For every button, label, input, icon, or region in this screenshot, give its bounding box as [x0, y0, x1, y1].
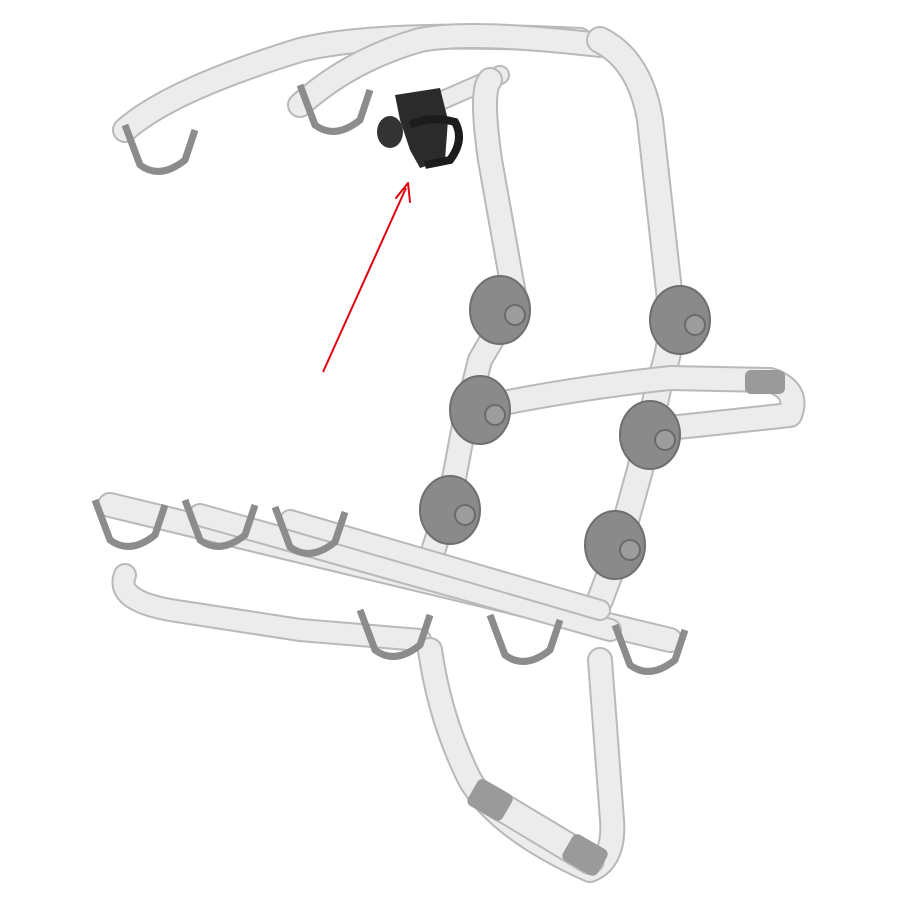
suction-hub-3 — [449, 375, 511, 445]
top-arm-right — [289, 25, 611, 116]
hub-knob-1 — [504, 304, 526, 326]
wheel-clamp-2 — [486, 613, 564, 665]
hub-knob-3 — [484, 404, 506, 426]
suction-hub-1 — [469, 275, 531, 345]
clamp-body — [395, 88, 448, 168]
wheel-clamp-4 — [121, 123, 199, 175]
crossbar-end-cap — [745, 370, 785, 394]
bottom-loop-tube — [113, 565, 430, 650]
rack-parts — [91, 83, 785, 876]
suction-hub-4 — [619, 400, 681, 470]
top-arm-left — [114, 25, 591, 141]
suction-hub-2 — [649, 285, 711, 355]
hub-knob-4 — [654, 429, 676, 451]
rail-3 — [281, 511, 609, 619]
suction-hub-6 — [584, 510, 646, 580]
wheel-clamp-7 — [181, 498, 259, 550]
left-vertical — [419, 69, 526, 571]
hub-knob-6 — [619, 539, 641, 561]
suction-hub-5 — [419, 475, 481, 545]
pointer-arrow — [322, 182, 411, 373]
wheel-clamp-3 — [611, 623, 689, 675]
rail-2 — [190, 505, 620, 640]
clamp-strap — [408, 115, 463, 169]
foot-pad-2 — [562, 834, 608, 876]
wheel-clamp-8 — [271, 505, 349, 557]
wheel-clamp-1 — [356, 608, 434, 660]
wheel-clamp-5 — [296, 83, 374, 135]
arrow-head — [395, 182, 411, 203]
crossbar — [459, 367, 804, 441]
leg-tube — [419, 639, 624, 881]
hub-knob-2 — [684, 314, 706, 336]
arrow-shaft — [322, 187, 407, 373]
wheel-clamp-6 — [91, 498, 169, 550]
foot-pad-1 — [467, 779, 513, 821]
hub-knob-5 — [454, 504, 476, 526]
highlighted-clamp — [377, 88, 463, 169]
clamp-knob — [377, 116, 403, 148]
